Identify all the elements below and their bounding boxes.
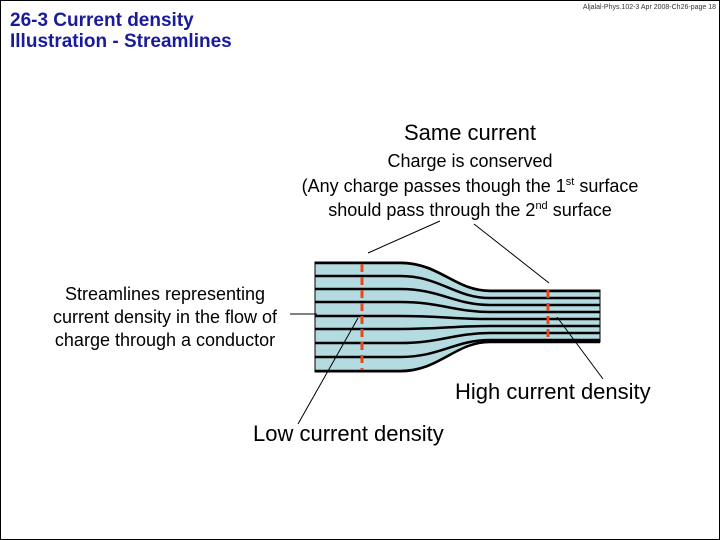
charge-conserved-line3: should pass through the 2nd surface	[250, 198, 690, 223]
streamlines-line2: current density in the flow of	[30, 306, 300, 329]
same-current-label: Same current	[300, 120, 640, 146]
line2-text: (Any charge passes though the 1	[302, 176, 566, 196]
charge-conserved-line2: (Any charge passes though the 1st surfac…	[250, 174, 690, 199]
leader-same-current-second	[474, 224, 549, 283]
line3-sup: nd	[535, 200, 547, 212]
streamlines-line1: Streamlines representing	[30, 283, 300, 306]
charge-conserved-line1: Charge is conserved	[250, 149, 690, 174]
line3-text-end: surface	[548, 200, 612, 220]
streamlines-line3: charge through a conductor	[30, 329, 300, 352]
charge-conserved-note: Charge is conserved (Any charge passes t…	[250, 149, 690, 223]
line2-text-end: surface	[574, 176, 638, 196]
high-density-label: High current density	[455, 379, 651, 405]
leader-same-current-first	[368, 221, 440, 253]
low-density-label: Low current density	[253, 421, 444, 447]
streamlines-description: Streamlines representing current density…	[30, 283, 300, 352]
line3-text: should pass through the 2	[328, 200, 535, 220]
